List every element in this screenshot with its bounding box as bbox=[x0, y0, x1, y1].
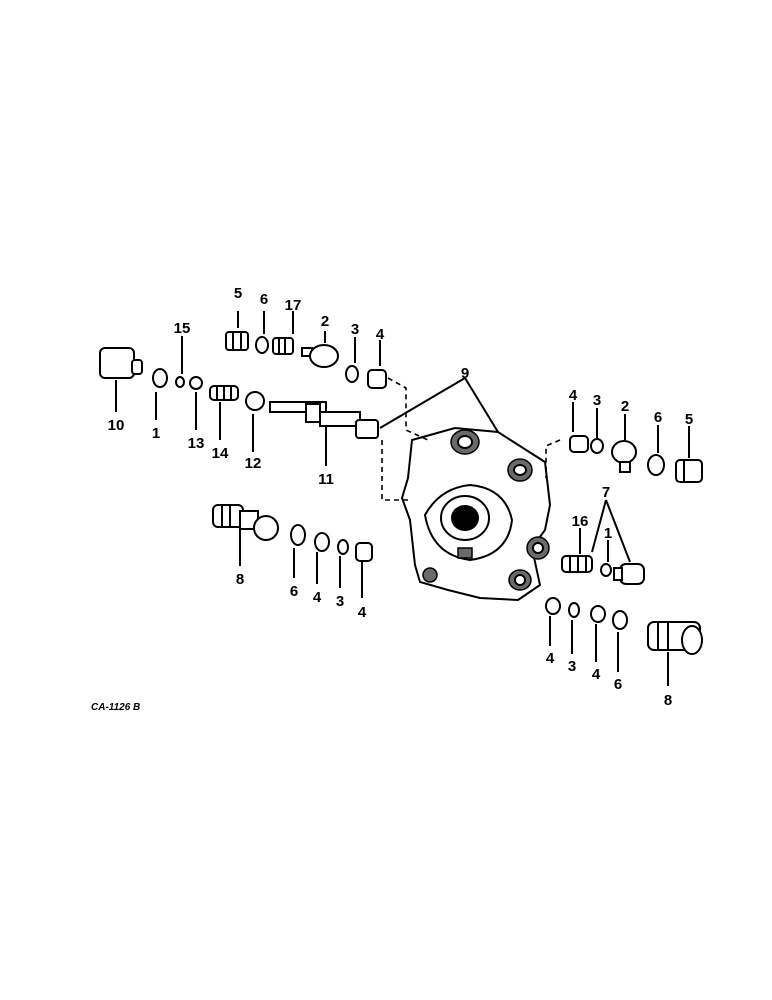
callout-7: 7 bbox=[602, 484, 610, 501]
seal-4-lower-b bbox=[590, 605, 606, 623]
o-ring-6-right bbox=[647, 454, 665, 476]
alignment-line-lower-left bbox=[381, 440, 408, 501]
figure-code: CA-1126 B bbox=[91, 702, 140, 713]
callout-10: 10 bbox=[108, 417, 125, 434]
callout-12: 12 bbox=[245, 455, 262, 472]
poppet-2-right bbox=[611, 440, 637, 473]
callout-4-left-b: 4 bbox=[358, 604, 367, 621]
callout-8-left: 8 bbox=[236, 571, 244, 588]
callout-6-upper: 6 bbox=[260, 291, 268, 308]
callout-9: 9 bbox=[461, 365, 469, 382]
callout-4-lower-b: 4 bbox=[592, 666, 601, 683]
relief-valve-8-left bbox=[212, 504, 279, 541]
seal-4-lower-a bbox=[545, 597, 561, 615]
plug-7 bbox=[613, 563, 645, 585]
seal-4-left-a bbox=[314, 532, 330, 552]
callout-11: 11 bbox=[318, 471, 334, 488]
callout-1-left: 1 bbox=[152, 425, 160, 442]
seal-4-left-b bbox=[355, 542, 373, 562]
callout-labels: 5 6 17 2 3 4 15 10 1 13 14 12 11 9 4 3 2… bbox=[108, 285, 694, 709]
callout-13: 13 bbox=[188, 435, 205, 452]
callout-1-right: 1 bbox=[604, 525, 612, 542]
ball-15 bbox=[175, 376, 185, 388]
callout-16: 16 bbox=[572, 513, 589, 530]
relief-valve-8-right bbox=[647, 621, 703, 655]
callout-5-upper: 5 bbox=[234, 285, 242, 302]
callout-4-lower-a: 4 bbox=[546, 650, 555, 667]
callout-2-upper: 2 bbox=[321, 313, 329, 330]
alignment-line-upper-left bbox=[387, 377, 429, 441]
callout-6-lower: 6 bbox=[614, 676, 622, 693]
seal-4-right bbox=[569, 435, 589, 453]
callout-4-right: 4 bbox=[569, 387, 578, 404]
spring-14 bbox=[209, 385, 239, 401]
spring-16 bbox=[561, 555, 593, 573]
callout-14: 14 bbox=[212, 445, 229, 462]
leader-9-a bbox=[379, 377, 466, 429]
poppet-2-upper bbox=[301, 344, 339, 368]
callout-15: 15 bbox=[174, 320, 191, 337]
callout-6-left: 6 bbox=[290, 583, 298, 600]
callout-17: 17 bbox=[285, 297, 302, 314]
alignment-line-right bbox=[545, 439, 561, 478]
plug-5-upper bbox=[225, 331, 249, 351]
washer-3-lower bbox=[568, 602, 580, 618]
callout-3-upper: 3 bbox=[351, 321, 359, 338]
o-ring-6-lower bbox=[612, 610, 628, 630]
valve-housing bbox=[400, 426, 552, 602]
leader-9-b bbox=[464, 377, 499, 433]
washer-3-right bbox=[590, 438, 604, 454]
o-ring-1-right bbox=[600, 563, 612, 577]
washer-12 bbox=[245, 391, 265, 411]
o-ring-6-upper bbox=[255, 336, 269, 354]
washer-3-upper bbox=[345, 365, 359, 383]
callout-3-left: 3 bbox=[336, 593, 344, 610]
washer-3-left bbox=[337, 539, 349, 555]
callout-6-right: 6 bbox=[654, 409, 662, 426]
callout-4-upper: 4 bbox=[376, 326, 385, 343]
callout-4-left-a: 4 bbox=[313, 589, 322, 606]
callout-3-right: 3 bbox=[593, 392, 601, 409]
callout-3-lower: 3 bbox=[568, 658, 576, 675]
spool-11 bbox=[269, 401, 379, 439]
cap-10 bbox=[99, 347, 143, 379]
seal-4-upper bbox=[367, 369, 387, 389]
spring-17 bbox=[272, 337, 294, 355]
o-ring-1-left bbox=[152, 368, 168, 388]
o-ring-6-left bbox=[290, 524, 306, 546]
callout-5-right: 5 bbox=[685, 411, 693, 428]
seat-13 bbox=[189, 376, 203, 390]
leader-lines bbox=[115, 311, 690, 686]
callout-2-right: 2 bbox=[621, 398, 629, 415]
callout-8-right: 8 bbox=[664, 692, 672, 709]
plug-5-right bbox=[675, 459, 703, 483]
